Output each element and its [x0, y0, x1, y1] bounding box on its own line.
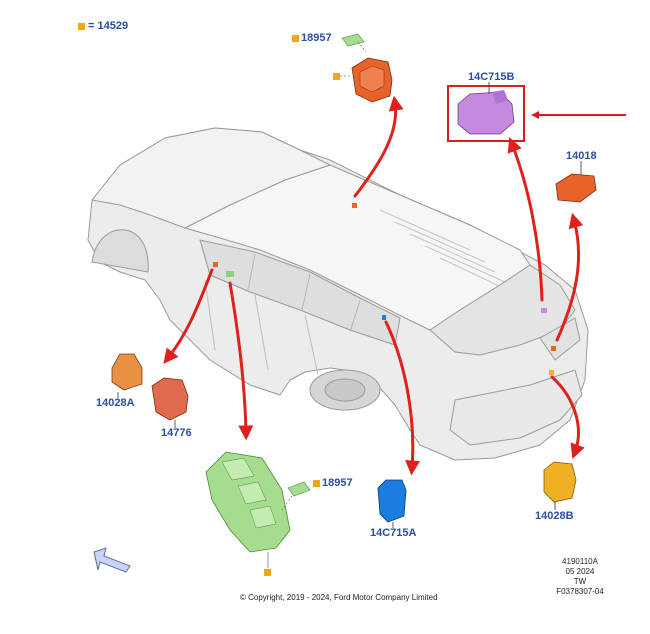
vehicle-body — [87, 127, 589, 461]
callout-arrows — [163, 95, 585, 476]
figure-date: 05 2024 — [565, 567, 595, 576]
liftgate-module-marker — [551, 346, 556, 351]
legend-label: = 14529 — [88, 20, 129, 32]
label-rear-yellow-module: 14028B — [535, 510, 574, 522]
label-left-red-module: 14776 — [161, 427, 192, 439]
purple-module — [457, 90, 515, 135]
arrow-purple-module — [507, 137, 544, 302]
left-red-module — [151, 377, 189, 421]
switch-pack-marker — [226, 271, 234, 277]
arrow-liftgate-module — [555, 212, 584, 342]
figure-id: F0378307-04 — [556, 587, 604, 596]
arrow-switch-pack — [228, 281, 254, 441]
legend-marker-icon — [78, 23, 85, 30]
top-green-connector — [341, 33, 365, 47]
switch-pack-symbol-icon — [264, 569, 271, 576]
arrow-yellow-module — [550, 375, 585, 460]
top-orange-module — [351, 57, 393, 103]
label-liftgate-module: 14018 — [566, 150, 597, 162]
figure-metadata: 4190110A 05 2024 TW F0378307-04 — [545, 557, 615, 597]
yellow-module-marker — [549, 370, 554, 375]
arrow-top-module — [353, 95, 404, 198]
label-blue-module: 14C715A — [370, 527, 417, 539]
orientation-arrow-icon — [93, 547, 131, 573]
green-switch-pack — [205, 451, 291, 553]
top-module-symbol-icon — [333, 73, 340, 80]
rear-yellow-module — [543, 461, 577, 503]
arrow-blue-module — [384, 320, 421, 476]
copyright-text: © Copyright, 2019 - 2024, Ford Motor Com… — [240, 593, 438, 602]
vehicle-markers — [213, 203, 556, 375]
arrow-left-modules — [163, 268, 214, 364]
purple-module-marker — [541, 308, 547, 313]
figure-region: TW — [573, 577, 587, 586]
blue-module — [377, 479, 407, 523]
blue-module-marker — [382, 315, 386, 320]
label-rear-module: 14C715B — [468, 71, 515, 83]
label-left-small-module: 14028A — [96, 397, 135, 409]
label-switch-connector: 18957 — [322, 477, 353, 489]
roof-module-marker — [352, 203, 357, 208]
figure-code: 4190110A — [562, 557, 598, 566]
left-small-orange-module — [111, 353, 143, 391]
liftgate-orange-module — [555, 173, 597, 203]
label-top-module: 18957 — [301, 32, 332, 44]
switch-green-connector — [287, 481, 311, 497]
top-module-marker-icon — [292, 35, 299, 42]
switch-connector-marker-icon — [313, 480, 320, 487]
door-module-marker — [213, 262, 218, 267]
highlight-box — [447, 85, 525, 142]
